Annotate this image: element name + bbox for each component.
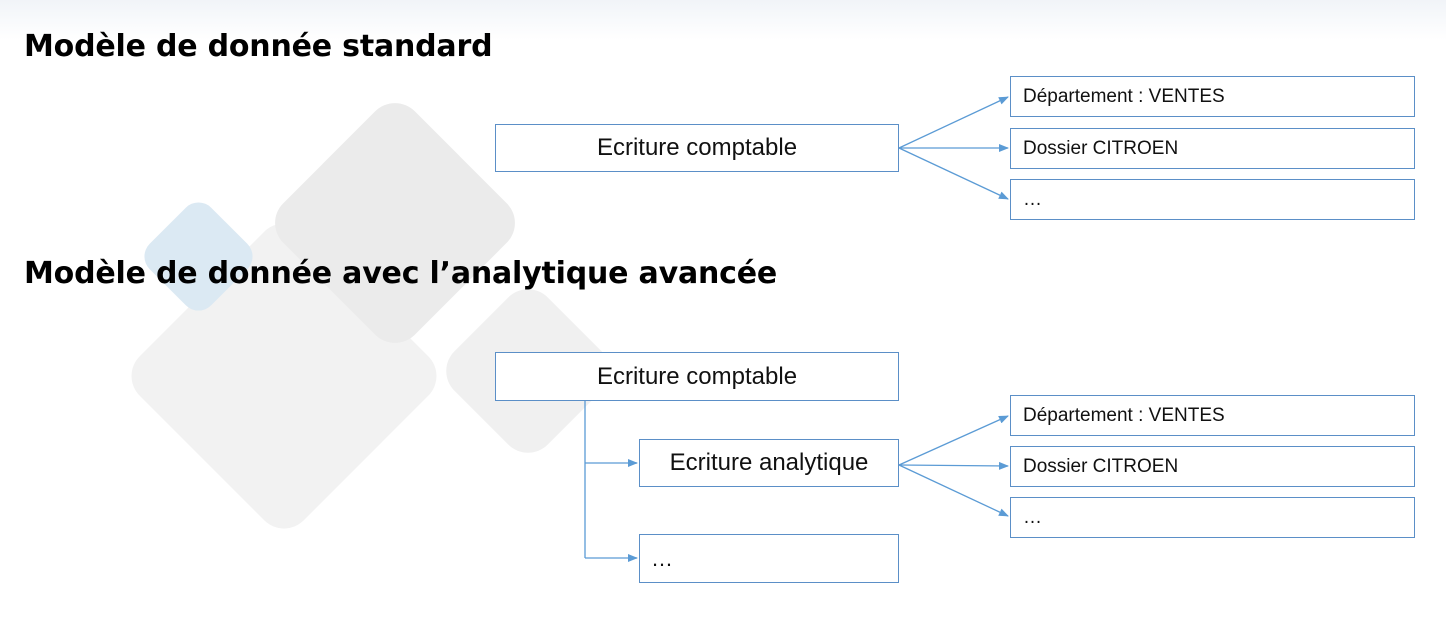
arrow-advanced-departement <box>898 415 1009 466</box>
box-ellipsis: … <box>1010 497 1415 538</box>
box-ecriture-analytique: Ecriture analytique <box>639 439 899 487</box>
arrow-standard-departement <box>898 96 1009 149</box>
box-dossier-citroen: Dossier CITROEN <box>1010 446 1415 487</box>
header-band <box>0 0 1446 40</box>
box-dossier-citroen: Dossier CITROEN <box>1010 128 1415 169</box>
box-ellipsis: … <box>639 534 899 583</box>
box-ellipsis: … <box>1010 179 1415 220</box>
arrow-advanced-other <box>898 464 1009 517</box>
box-ecriture-comptable: Ecriture comptable <box>495 124 899 172</box>
box-departement-ventes: Département : VENTES <box>1010 76 1415 117</box>
box-ecriture-comptable: Ecriture comptable <box>495 352 899 401</box>
section-title-standard: Modèle de donnée standard <box>24 29 493 64</box>
box-departement-ventes: Département : VENTES <box>1010 395 1415 436</box>
arrow-advanced-dossier <box>898 461 1009 470</box>
section-title-advanced: Modèle de donnée avec l’analytique avanc… <box>24 256 778 291</box>
arrow-standard-other <box>898 147 1009 200</box>
